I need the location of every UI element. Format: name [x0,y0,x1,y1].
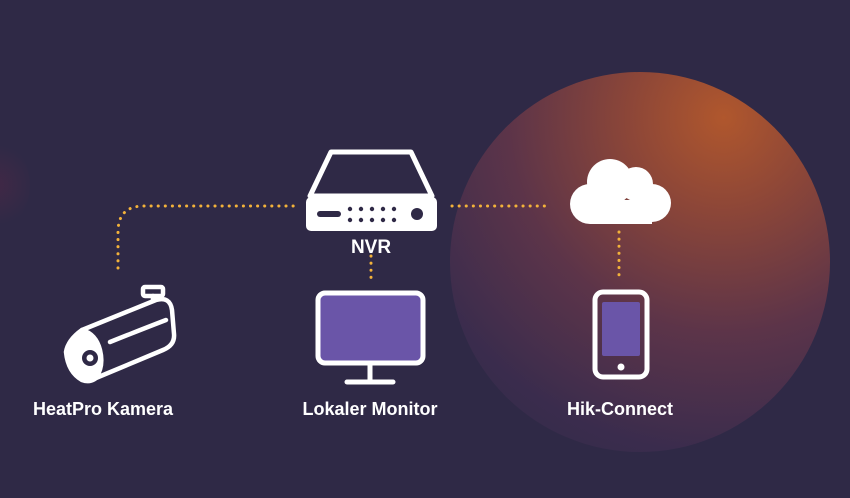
bullet-camera-icon [63,284,177,384]
connectors [116,204,621,286]
monitor-icon [315,290,426,385]
app-label: Hik-Connect [566,399,674,419]
camera-label: HeatPro Kamera [32,399,174,419]
cloud-icon [570,159,671,224]
monitor-label: Lokaler Monitor [302,399,438,419]
nvr-label: NVR [350,237,392,258]
nvr-recorder-icon [306,149,437,231]
connector-camera-nvr [116,204,298,270]
background-glow [450,72,830,452]
smartphone-icon [592,289,650,380]
